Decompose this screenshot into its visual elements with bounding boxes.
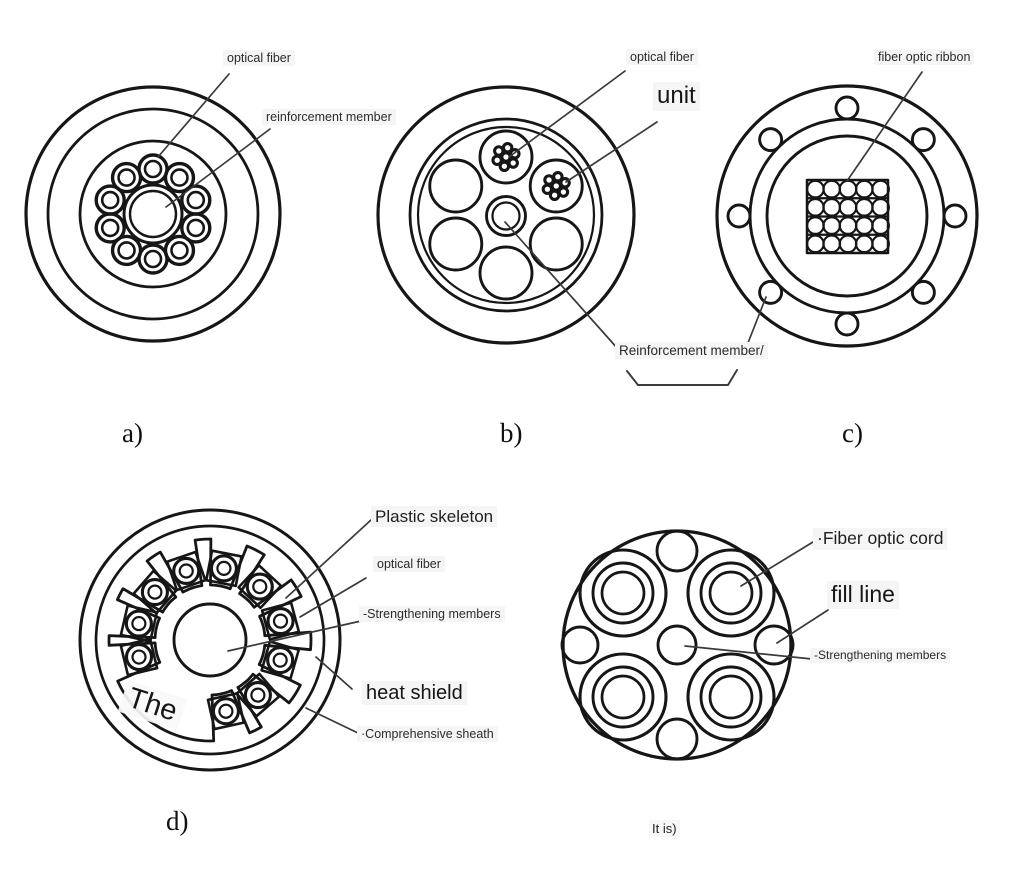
label-reinforcement-member-a: reinforcement member: [262, 109, 396, 125]
caption-a: a): [122, 418, 143, 448]
label-strengthening-members-e: -Strengthening members: [810, 648, 951, 664]
label-fiber-optic-ribbon-c: fiber optic ribbon: [874, 49, 975, 65]
label-fiber-optic-cord-e: ·Fiber optic cord: [813, 528, 948, 550]
caption-b: b): [500, 418, 523, 448]
label-fill-line-e: fill line: [827, 581, 899, 609]
label-heat-shield-d: heat shield: [362, 681, 467, 706]
label-optical-fiber-d: optical fiber: [373, 556, 445, 572]
label-strengthening-members-d: -Strengthening members: [359, 606, 505, 622]
cable-b-cross-section: [376, 85, 636, 345]
caption-d: d): [166, 806, 189, 836]
caption-c: c): [842, 418, 863, 448]
cable-e-cross-section: [560, 529, 795, 761]
label-optical-fiber-a: optical fiber: [223, 50, 295, 66]
label-optical-fiber-b: optical fiber: [626, 49, 698, 65]
label-comprehensive-sheath-d: ·Comprehensive sheath: [357, 726, 498, 742]
label-reinforcement-member-b: Reinforcement member/: [615, 342, 768, 360]
cable-c-cross-section: [715, 84, 979, 348]
label-plastic-skeleton-d: Plastic skeleton: [371, 506, 498, 528]
cable-a-cross-section: [24, 85, 282, 343]
caption-e: It is): [649, 820, 680, 837]
leader-lines: [157, 70, 923, 735]
cable-d-cross-section: [78, 508, 342, 772]
label-unit-b: unit: [653, 82, 700, 111]
